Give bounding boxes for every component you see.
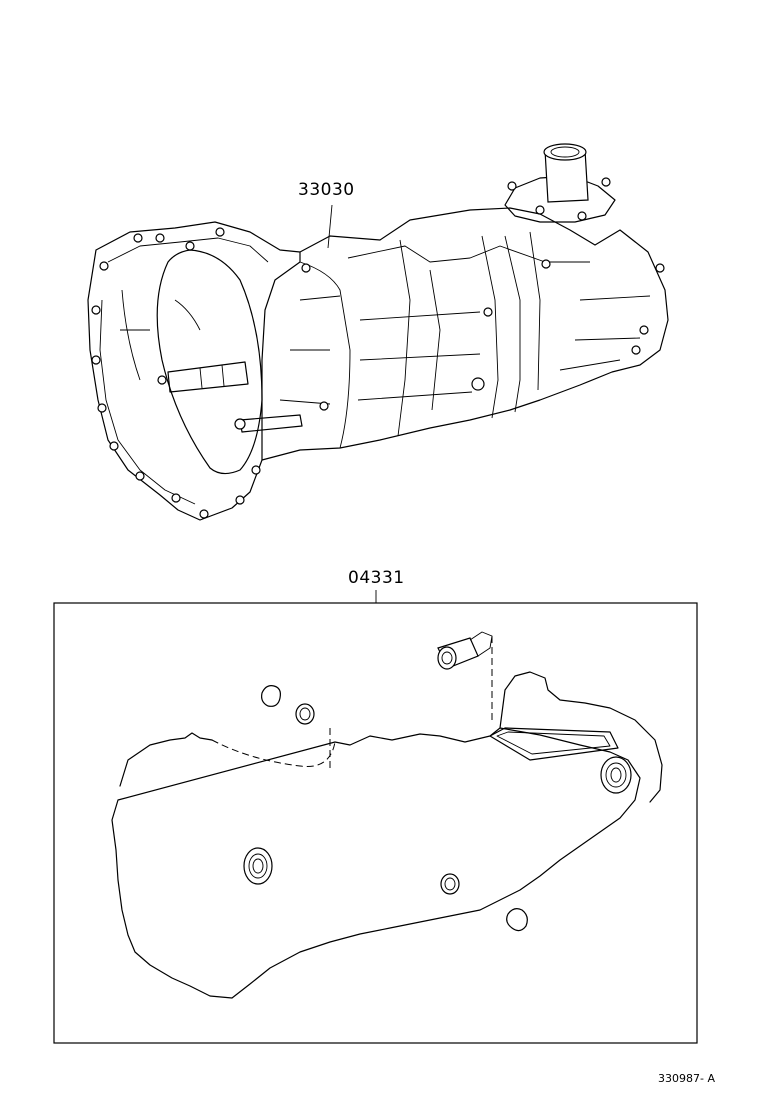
gasket-kit-frame [53, 602, 698, 1044]
leader-line-33030 [327, 204, 333, 249]
document-id: 330987- A [658, 1072, 715, 1085]
gasket-kit-drawing [111, 631, 663, 999]
part-number-04331: 04331 [348, 568, 405, 588]
part-number-33030: 33030 [298, 180, 355, 200]
transmission-assembly-drawing [87, 143, 669, 521]
